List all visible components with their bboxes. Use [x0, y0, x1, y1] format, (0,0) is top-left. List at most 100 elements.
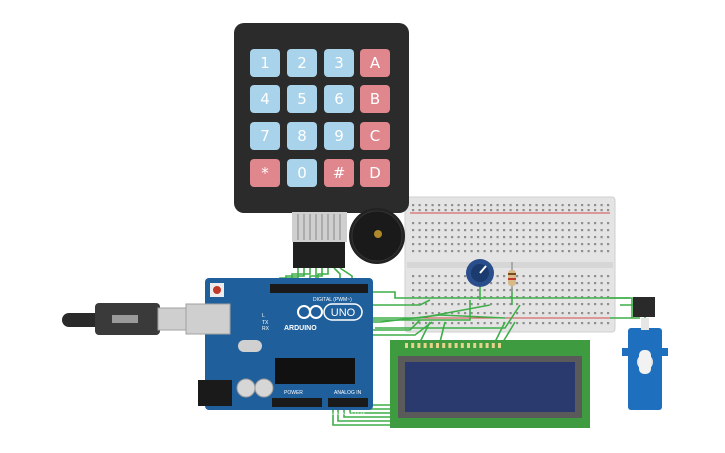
keypad-keys[interactable]: 1 2 3 A 4 5 6 B 7 8 9 C * 0 # D [250, 49, 390, 187]
breadboard-hole [425, 282, 428, 285]
breadboard-hole [418, 229, 421, 232]
breadboard-hole [431, 289, 434, 292]
breadboard-hole [412, 236, 415, 239]
key-7[interactable] [250, 122, 280, 150]
breadboard-hole [516, 250, 519, 253]
breadboard-hole [516, 236, 519, 239]
lcd-pin [405, 343, 408, 348]
breadboard-hole [451, 322, 454, 325]
usb-icon [112, 315, 138, 323]
breadboard-hole [561, 209, 564, 212]
breadboard-hole [464, 229, 467, 232]
breadboard-hole [555, 312, 558, 315]
key-5[interactable] [287, 85, 317, 113]
key-2[interactable] [287, 49, 317, 77]
breadboard-hole [568, 296, 571, 299]
key-3[interactable] [324, 49, 354, 77]
breadboard-hole [418, 303, 421, 306]
key-4[interactable] [250, 85, 280, 113]
breadboard-hole [451, 243, 454, 246]
breadboard-hole [438, 243, 441, 246]
breadboard-hole [470, 289, 473, 292]
breadboard-hole [438, 322, 441, 325]
breadboard-hole [477, 303, 480, 306]
breadboard-hole [418, 296, 421, 299]
breadboard-hole [548, 229, 551, 232]
potentiometer[interactable] [466, 259, 494, 287]
key-c[interactable] [360, 122, 390, 150]
breadboard-hole [503, 282, 506, 285]
breadboard-hole [587, 243, 590, 246]
arduino-uno[interactable]: UNO ARDUINO DIGITAL (PWM~) ANALOG IN POW… [185, 278, 373, 416]
breadboard-hole [522, 229, 525, 232]
breadboard-hole [555, 209, 558, 212]
breadboard-hole [587, 222, 590, 225]
reset-button[interactable] [213, 286, 221, 294]
breadboard-hole [496, 282, 499, 285]
lcd-pin [498, 343, 501, 348]
breadboard-hole [548, 222, 551, 225]
breadboard-hole [464, 303, 467, 306]
key-hash-label: # [333, 164, 346, 182]
breadboard-hole [594, 236, 597, 239]
analog-pin-a0: A0 [330, 411, 336, 416]
key-b[interactable] [360, 85, 390, 113]
breadboard-hole [516, 222, 519, 225]
breadboard-hole [535, 204, 538, 207]
lcd-pin [442, 343, 446, 348]
key-2-label: 2 [297, 54, 307, 72]
breadboard-hole [600, 282, 603, 285]
breadboard-hole [516, 289, 519, 292]
piezo-buzzer[interactable] [349, 208, 405, 264]
breadboard-hole [535, 289, 538, 292]
breadboard-hole [607, 303, 610, 306]
breadboard-hole [509, 204, 512, 207]
key-8[interactable] [287, 122, 317, 150]
breadboard-hole [600, 204, 603, 207]
digital-header-label: DIGITAL (PWM~) [313, 297, 352, 303]
breadboard-hole [509, 209, 512, 212]
breadboard-hole [574, 289, 577, 292]
key-1[interactable] [250, 49, 280, 77]
breadboard-hole [451, 282, 454, 285]
breadboard-hole [451, 204, 454, 207]
breadboard-hole [496, 222, 499, 225]
breadboard-hole [412, 296, 415, 299]
breadboard[interactable] [404, 196, 616, 333]
breadboard-hole [490, 243, 493, 246]
breadboard-hole [483, 303, 486, 306]
breadboard-hole [561, 275, 564, 278]
breadboard-hole [470, 250, 473, 253]
breadboard-hole [535, 296, 538, 299]
breadboard-hole [464, 243, 467, 246]
key-star[interactable] [250, 159, 280, 187]
key-9[interactable] [324, 122, 354, 150]
breadboard-hole [444, 282, 447, 285]
breadboard-hole [594, 322, 597, 325]
breadboard-hole [477, 312, 480, 315]
lcd-pin [411, 343, 415, 348]
breadboard-hole [431, 296, 434, 299]
key-a[interactable] [360, 49, 390, 77]
key-6-label: 6 [334, 90, 344, 108]
breadboard-holes [412, 204, 610, 325]
servo-motor[interactable] [622, 297, 668, 410]
key-0[interactable] [287, 159, 317, 187]
breadboard-hole [431, 282, 434, 285]
breadboard-hole [522, 322, 525, 325]
key-d[interactable] [360, 159, 390, 187]
breadboard-hole [516, 303, 519, 306]
breadboard-hole [568, 250, 571, 253]
key-hash[interactable] [324, 159, 354, 187]
breadboard-hole [457, 236, 460, 239]
breadboard-hole [594, 282, 597, 285]
breadboard-hole [600, 229, 603, 232]
breadboard-hole [529, 282, 532, 285]
breadboard-hole [464, 204, 467, 207]
arduino-model-label: UNO [331, 307, 356, 319]
breadboard-hole [418, 209, 421, 212]
breadboard-hole [412, 275, 415, 278]
breadboard-hole [581, 222, 584, 225]
key-6[interactable] [324, 85, 354, 113]
breadboard-hole [431, 236, 434, 239]
